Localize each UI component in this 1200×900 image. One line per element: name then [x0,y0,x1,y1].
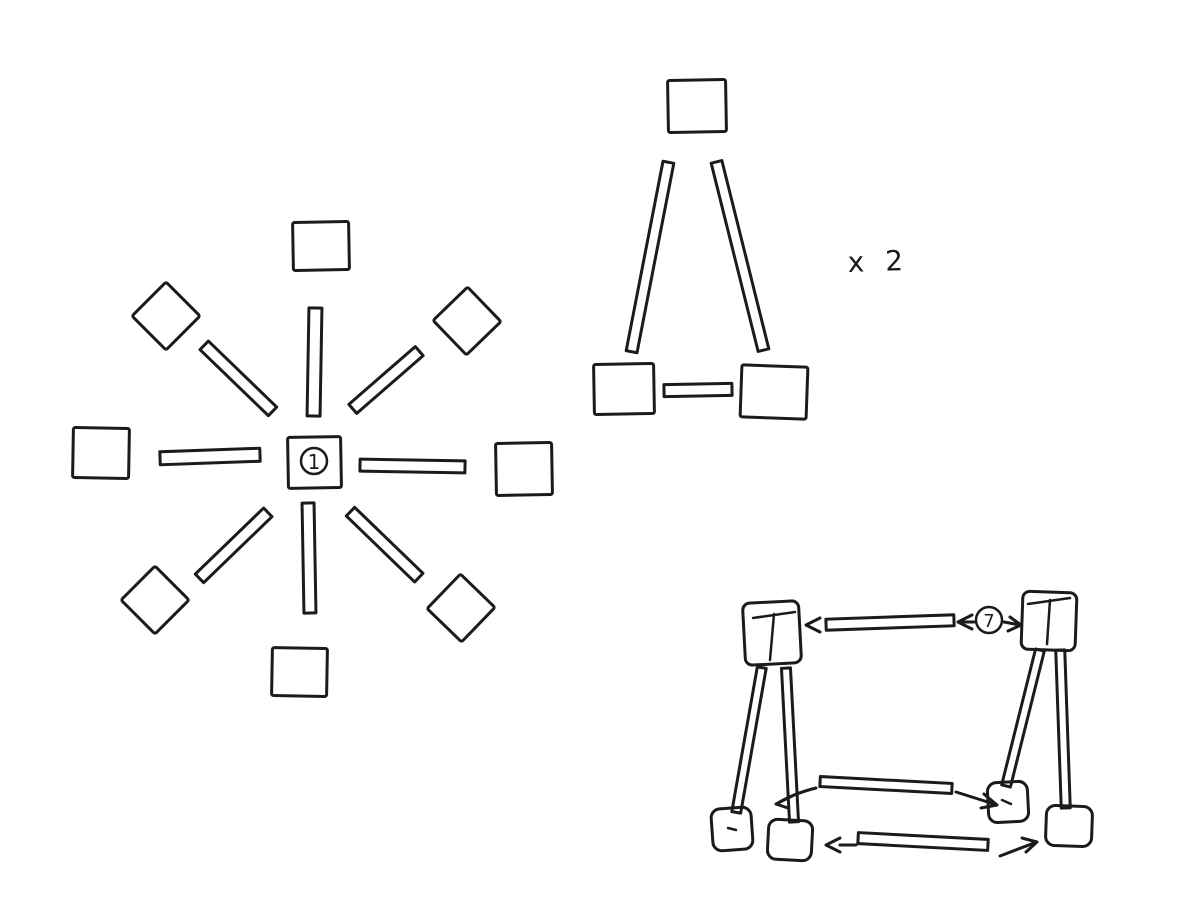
spoke-down-left [193,506,274,585]
node-diamond-top-right [432,286,502,356]
hub-node: 1 [286,435,343,490]
node-square-left [71,426,131,480]
left-foot-2 [765,817,815,863]
node-diamond-bottom-left [120,565,190,635]
arrow-left-icon-bottom [824,836,858,854]
hub-spoke-diagram: 1 [71,220,554,698]
right-foot-mark [1000,798,1013,806]
left-foot-1 [709,805,755,853]
top-bar [824,613,956,632]
arrow-up-right-icon [998,836,1039,858]
spoke-right [358,457,467,475]
left-stool [709,599,815,863]
step-label: 7 [983,611,994,632]
triangle-node-right [738,363,810,421]
node-square-right [494,441,554,497]
right-leg-1 [1000,647,1046,789]
multiplier-label: x 2 [847,244,909,279]
arrow-down-right-icon [954,790,999,810]
left-leg-2 [779,666,801,824]
spoke-up-right [347,345,425,415]
right-foot-2 [1044,804,1094,848]
hub-spokes [158,306,467,615]
machine-diagram: 7 [709,589,1094,863]
bottom-connector [824,831,1039,858]
arrow-curved-left-icon [774,786,818,810]
arrow-left-icon-top [804,616,822,634]
arrow-left-icon-mid [956,613,976,631]
spoke-left [158,446,262,467]
triangle-diagram: x 2 [592,78,910,421]
circled-step-icon [974,605,1004,635]
node-diamond-top-left [131,281,201,351]
triangle-node-top [666,78,728,134]
spoke-up [305,306,324,418]
circled-number-icon [299,446,329,476]
hub-square [286,435,343,490]
right-top-cube [1019,589,1079,653]
right-stool [985,589,1094,848]
spoke-up-left [198,339,279,418]
middle-connector [774,775,999,810]
node-square-bottom [270,646,329,698]
node-diamond-bottom-right [426,573,496,643]
spoke-down-right [344,505,425,584]
left-foot-mark [726,826,738,832]
right-cube-face-lines [1026,596,1072,646]
left-cube-face-lines [751,610,797,662]
bottom-bar [856,831,990,852]
left-leg-1 [730,665,768,815]
top-connector: 7 [804,605,1023,635]
spoke-down [300,501,318,615]
triangle-node-left [592,362,656,416]
triangle-edge-left [624,159,676,355]
hub-label: 1 [308,450,321,474]
left-top-cube [741,599,803,667]
middle-bar [818,775,954,795]
arrow-right-icon [1002,615,1023,633]
triangle-edge-bottom [662,381,734,399]
node-square-top [291,220,351,272]
right-leg-2 [1054,648,1072,810]
triangle-edge-right [709,159,771,353]
hub-outer-nodes [71,220,554,698]
